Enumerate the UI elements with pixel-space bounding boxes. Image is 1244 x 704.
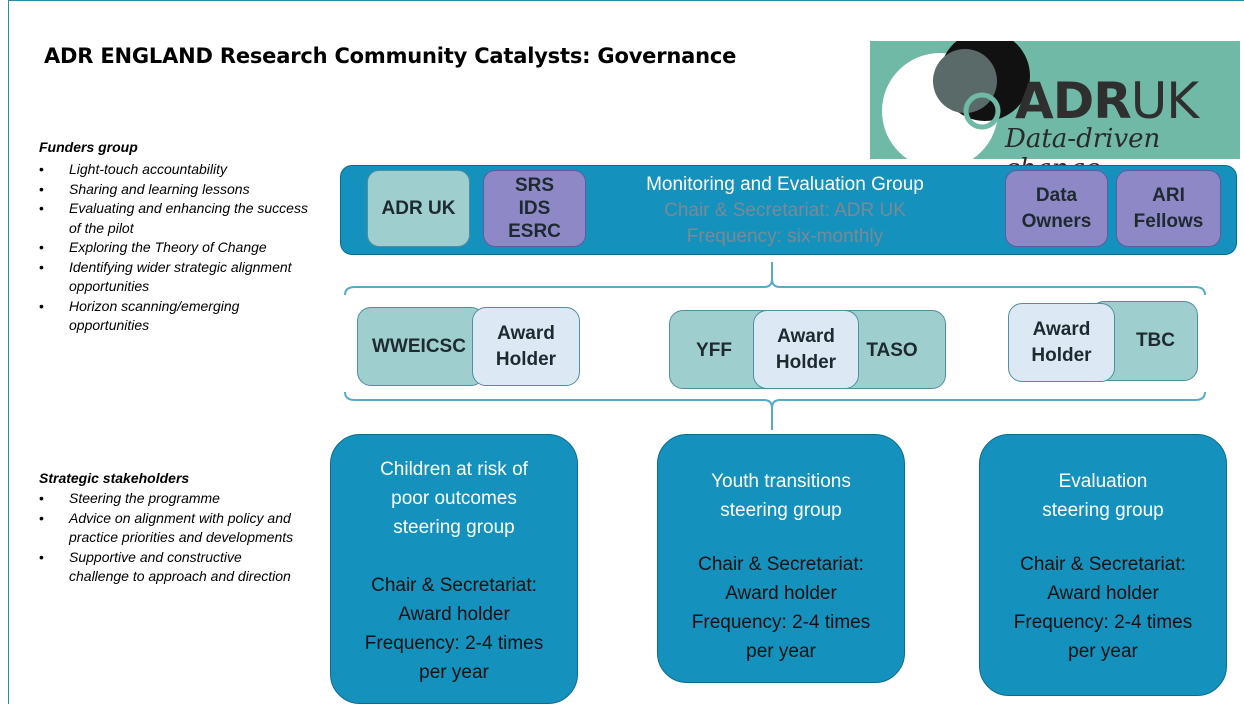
funder-srs: SRS [514, 175, 555, 196]
monitoring-chair: Chair & Secretariat: ADR UK [664, 200, 906, 221]
steering-name: Children at risk of poor outcomes steeri… [331, 455, 577, 542]
steering-name-line: Children at risk of [380, 459, 528, 480]
data-owners-line1: Data [1035, 184, 1078, 206]
logo-brand-thin: UK [1130, 72, 1199, 130]
steering-name-line: steering group [720, 500, 842, 521]
monitoring-frequency: Frequency: six-monthly [686, 226, 884, 247]
ari-fellows-box: ARI Fellows [1116, 170, 1221, 247]
steering-info: Chair & Secretariat: Award holder Freque… [980, 550, 1226, 666]
wweicsc-box: WWEICSC [357, 307, 485, 386]
award-holder-box-2: Award Holder [753, 310, 859, 389]
list-item: Advice on alignment with policy and prac… [39, 509, 294, 548]
steering-name-line: Youth transitions [711, 471, 851, 492]
award-holder-box-1: Award Holder [472, 307, 580, 386]
ari-fellows-line2: Fellows [1133, 210, 1204, 232]
steering-info: Chair & Secretariat: Award holder Freque… [331, 571, 577, 687]
monitoring-text: Monitoring and Evaluation Group Chair & … [600, 172, 970, 250]
logo-brand: ADRUK [1015, 76, 1199, 126]
steering-info: Chair & Secretariat: Award holder Freque… [658, 550, 904, 666]
steering-info-line: Award holder [1047, 583, 1159, 604]
award-holder-line1: Award [1032, 318, 1091, 340]
steering-name-line: poor outcomes [391, 488, 517, 509]
funders-list: Light-touch accountability Sharing and l… [39, 160, 319, 336]
adr-uk-logo [870, 41, 1240, 159]
funders-heading: Funders group [39, 139, 138, 155]
award-holder-box-3: Award Holder [1008, 303, 1115, 382]
page-title: ADR ENGLAND Research Community Catalysts… [44, 44, 737, 68]
steering-info-line: Chair & Secretariat: [698, 554, 864, 575]
steering-group-youth: Youth transitions steering group Chair &… [657, 434, 905, 683]
steering-name: Evaluation steering group [980, 467, 1226, 525]
frame-top-line [8, 0, 1244, 1]
steering-info-line: Frequency: 2-4 times [1013, 612, 1193, 633]
list-item: Horizon scanning/emerging opportunities [39, 297, 309, 336]
funder-ids: IDS [518, 198, 551, 219]
award-holder-line1: Award [497, 322, 555, 344]
list-item: Steering the programme [39, 489, 309, 509]
steering-info-line: per year [1068, 641, 1138, 662]
steering-name-line: steering group [1042, 500, 1164, 521]
logo-brand-bold: ADR [1015, 72, 1132, 130]
steering-info-line: Award holder [398, 604, 510, 625]
steering-group-evaluation: Evaluation steering group Chair & Secret… [979, 434, 1227, 696]
steering-group-children: Children at risk of poor outcomes steeri… [330, 434, 578, 704]
funders-box: SRS IDS ESRC [483, 170, 586, 247]
data-owners-box: Data Owners [1005, 170, 1108, 247]
steering-info-line: per year [419, 662, 489, 683]
funder-esrc: ESRC [508, 221, 561, 242]
steering-name-line: Evaluation [1058, 471, 1148, 492]
list-item: Exploring the Theory of Change [39, 238, 319, 258]
monitoring-title: Monitoring and Evaluation Group [646, 174, 924, 195]
steering-info-line: Award holder [725, 583, 837, 604]
data-owners-line2: Owners [1021, 210, 1092, 232]
steering-info-line: per year [746, 641, 816, 662]
tbc-label: TBC [1135, 330, 1175, 351]
steering-name: Youth transitions steering group [658, 467, 904, 525]
frame-left-line [8, 0, 9, 704]
top-bracket [344, 262, 1206, 296]
steering-info-line: Frequency: 2-4 times [691, 612, 871, 633]
award-holder-line2: Holder [495, 348, 557, 370]
yff-label: YFF [696, 340, 732, 361]
list-item: Identifying wider strategic alignment op… [39, 258, 299, 297]
award-holder-line2: Holder [775, 351, 837, 373]
logo-circles-graphic [882, 41, 1030, 159]
wweicsc-label: WWEICSC [372, 335, 466, 357]
list-item: Evaluating and enhancing the success of … [39, 199, 309, 238]
list-item: Sharing and learning lessons [39, 180, 319, 200]
taso-label: TASO [866, 340, 918, 361]
adr-uk-label: ADR UK [381, 197, 456, 219]
ari-fellows-line1: ARI [1152, 184, 1185, 206]
adr-uk-box: ADR UK [367, 170, 470, 247]
steering-info-line: Chair & Secretariat: [371, 575, 537, 596]
stakeholders-list: Steering the programme Advice on alignme… [39, 489, 309, 587]
bottom-bracket [344, 391, 1206, 430]
award-holder-line2: Holder [1031, 344, 1092, 366]
steering-info-line: Frequency: 2-4 times [364, 633, 544, 654]
stakeholders-heading: Strategic stakeholders [39, 470, 190, 486]
steering-info-line: Chair & Secretariat: [1020, 554, 1186, 575]
list-item: Light-touch accountability [39, 160, 319, 180]
steering-name-line: steering group [393, 517, 515, 538]
award-holder-line1: Award [777, 325, 835, 347]
list-item: Supportive and constructive challenge to… [39, 548, 294, 587]
